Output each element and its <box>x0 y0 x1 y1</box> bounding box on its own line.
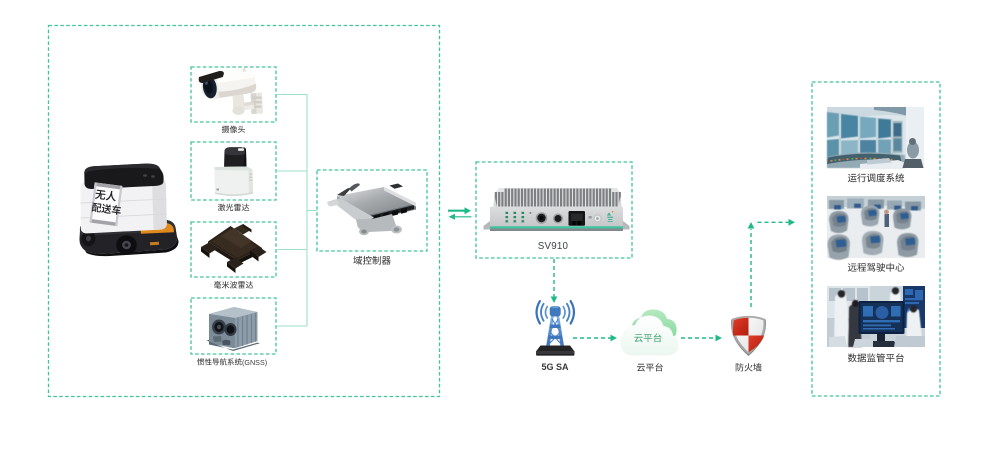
svg-text:5G SA: 5G SA <box>541 362 569 372</box>
svg-text:(GNSS): (GNSS) <box>242 358 267 367</box>
svg-text:SV910: SV910 <box>538 241 569 252</box>
